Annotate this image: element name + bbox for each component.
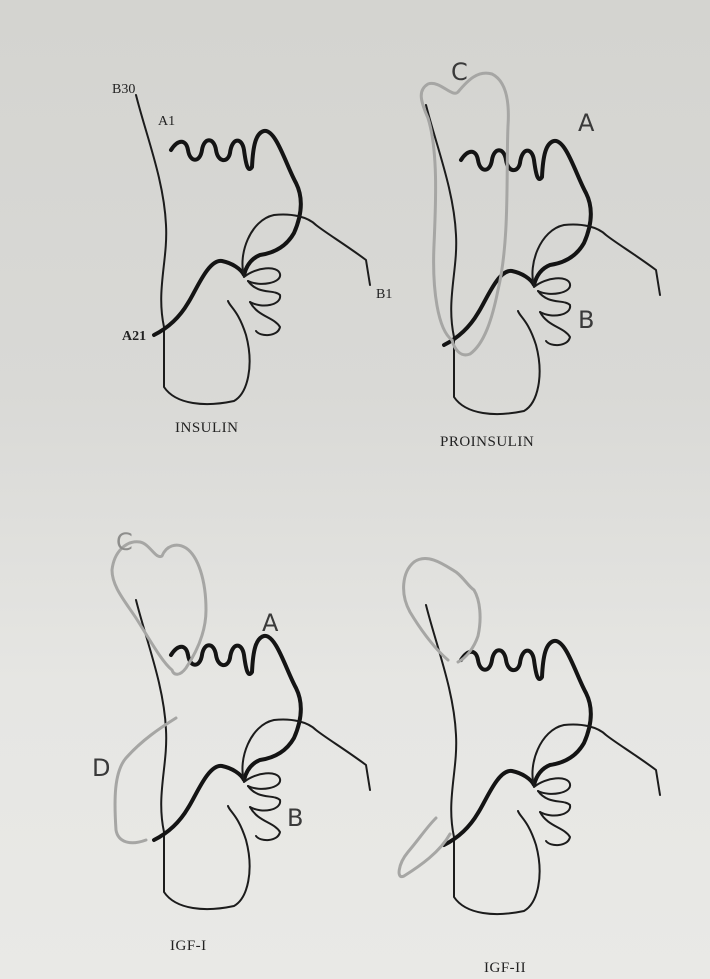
label-d: D: [92, 754, 110, 782]
label-b1: B1: [376, 287, 392, 302]
label-c: C: [451, 58, 468, 86]
igf1-panel: C A B D IGF-I: [92, 528, 370, 954]
caption-igf2: IGF-II: [484, 960, 526, 976]
c-peptide-loop: [421, 73, 508, 355]
c-domain-loop: [112, 542, 206, 674]
label-a21: A21: [122, 329, 146, 344]
label-a: A: [262, 609, 279, 637]
proinsulin-panel: C A B PROINSULIN: [421, 58, 660, 450]
proinsulin-structure: [426, 105, 660, 414]
label-b: B: [578, 306, 594, 334]
label-b: B: [287, 804, 303, 832]
igf2-structure: [426, 605, 660, 914]
caption-proinsulin: PROINSULIN: [440, 434, 534, 450]
insulin-structure: [136, 95, 370, 404]
igf1-structure: [136, 600, 370, 909]
label-a: A: [578, 109, 595, 137]
insulin-panel: B30 A1 B1 A21 INSULIN: [112, 82, 392, 436]
c-domain-loop: [404, 559, 480, 663]
caption-igf1: IGF-I: [170, 938, 207, 954]
caption-insulin: INSULIN: [175, 420, 239, 436]
label-b30: B30: [112, 82, 135, 97]
igf2-panel: IGF-II: [399, 559, 660, 977]
label-c: C: [116, 528, 133, 556]
d-domain-loop: [399, 818, 450, 877]
label-a1: A1: [158, 114, 175, 129]
